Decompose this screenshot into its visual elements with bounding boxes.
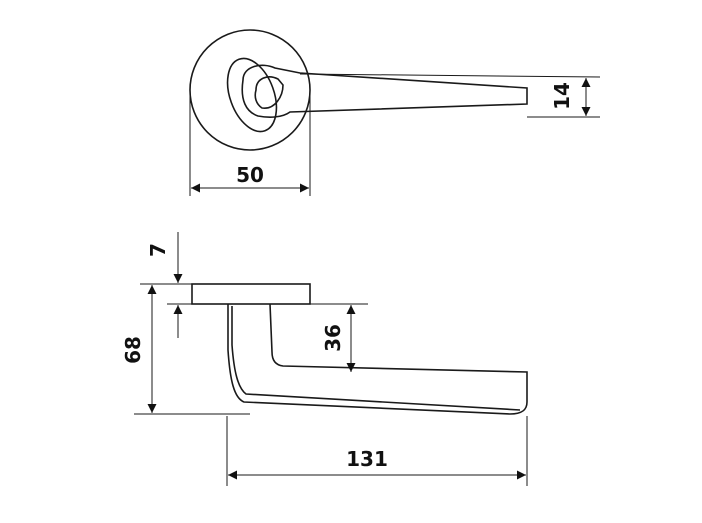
top-view: 50 14 (189, 29, 601, 196)
lever-top-inner (254, 76, 284, 109)
dim-label-lever-drop: 36 (321, 324, 345, 352)
rosette-outer (189, 29, 311, 151)
dim-label-total-height: 68 (121, 336, 145, 364)
dim-label-rosette-diameter: 50 (236, 163, 264, 187)
lever-side-outline (227, 303, 528, 415)
dim-label-rosette-thickness: 7 (146, 243, 170, 257)
side-view: 7 68 36 131 (121, 232, 528, 486)
ext-line (299, 73, 601, 78)
dim-label-lever-length: 131 (346, 447, 388, 471)
rosette-inner-ring (226, 57, 278, 133)
rosette-plate (191, 283, 311, 305)
lever-top-outline (241, 64, 528, 118)
dim-label-lever-width: 14 (550, 82, 574, 110)
lever-side-inner (231, 306, 521, 411)
